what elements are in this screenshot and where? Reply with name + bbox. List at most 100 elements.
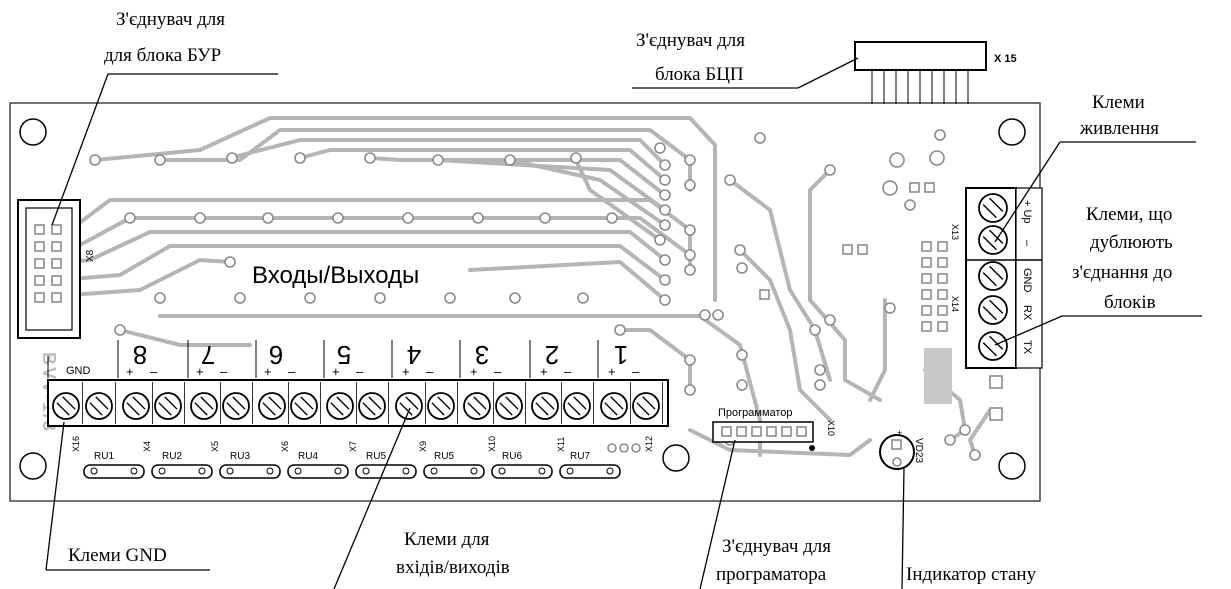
svg-text:–: –	[494, 364, 502, 379]
terminal-screw-4	[154, 392, 182, 420]
svg-text:X12: X12	[644, 436, 654, 452]
svg-text:–: –	[426, 364, 434, 379]
x15-label: X 15	[994, 53, 1017, 65]
ru-component-3: RU3	[219, 451, 281, 479]
mounting-hole-bm	[662, 444, 690, 472]
callout-prog-line2: програматора	[716, 564, 827, 585]
ru-label: RU4	[298, 451, 318, 462]
svg-text:+: +	[608, 364, 616, 379]
power-screw-5	[978, 331, 1008, 361]
callout-io-line1: Клеми для	[404, 529, 490, 550]
svg-text:+: +	[264, 364, 272, 379]
terminal-screw-17	[600, 392, 628, 420]
callout-gnd: Клеми GND	[68, 545, 167, 566]
svg-text:–: –	[356, 364, 364, 379]
callout-io-line2: вхідів/виходів	[396, 557, 510, 578]
channel-5-label: 5	[337, 340, 351, 370]
x14-pad-grid	[921, 241, 948, 332]
callout-bur-line2: для блока БУР	[104, 45, 221, 66]
channel-6-label: 6	[269, 340, 283, 370]
svg-text:+: +	[332, 364, 340, 379]
terminal-screw-12	[427, 392, 455, 420]
svg-text:–: –	[564, 364, 572, 379]
terminal-screw-9	[326, 392, 354, 420]
power-screw-2	[978, 225, 1008, 255]
ru-label: RU7	[570, 451, 590, 462]
io-terminal-block	[47, 379, 669, 427]
x13-label: X13	[950, 224, 960, 240]
power-screw-4	[978, 295, 1008, 325]
channel-8-label: 8	[133, 340, 147, 370]
svg-text:RX: RX	[1021, 305, 1033, 321]
svg-text:–: –	[1021, 240, 1033, 247]
terminal-screw-6	[222, 392, 250, 420]
svg-text:TX: TX	[1021, 340, 1033, 355]
power-terminal-block	[965, 187, 1043, 369]
callout-dup-line3: з'єднання до	[1072, 262, 1172, 283]
smd-component	[924, 348, 952, 404]
ru-label: RU5	[434, 451, 454, 462]
terminal-ids: X16 X4 X5 X6 X7 X9 X10 X11 X12	[71, 436, 654, 452]
channel-2-label: 2	[545, 340, 559, 370]
board-outline	[9, 102, 1041, 502]
terminal-screw-15	[531, 392, 559, 420]
terminal-screw-13	[463, 392, 491, 420]
ru-label: RU3	[230, 451, 250, 462]
ru-component-6: RU5	[423, 451, 485, 479]
svg-text:–: –	[220, 364, 228, 379]
pads	[89, 129, 1003, 461]
terminal-screw-7	[258, 392, 286, 420]
svg-text:+ Up: + Up	[1021, 200, 1033, 224]
channel-1-label: 1	[614, 340, 628, 370]
terminal-screw-10	[358, 392, 386, 420]
power-screw-1	[978, 193, 1008, 223]
svg-text:+: +	[126, 364, 134, 379]
callout-dup-line1: Клеми, що	[1086, 204, 1172, 225]
callout-prog-line1: З'єднувач для	[722, 536, 831, 557]
ru-label: RU6	[502, 451, 522, 462]
gnd-terminal-label: GND	[66, 365, 91, 377]
ru-component-4: RU4	[287, 451, 349, 479]
svg-text:X9: X9	[418, 441, 428, 452]
ru-label: RU1	[94, 451, 114, 462]
svg-text:–: –	[150, 364, 158, 379]
ru-component-1: RU1	[83, 451, 145, 479]
svg-text:+: +	[540, 364, 548, 379]
channel-7-label: 7	[201, 340, 215, 370]
terminal-headers	[47, 340, 599, 378]
mounting-hole-tr	[998, 118, 1026, 146]
callout-bcp-line2: блока БЦП	[655, 64, 744, 85]
ru-component-8: RU7	[559, 451, 621, 479]
svg-text:X7: X7	[348, 441, 358, 452]
callout-dup-line4: блоків	[1104, 292, 1156, 313]
svg-text:X11: X11	[556, 437, 566, 452]
x10-label: X10	[826, 420, 836, 436]
mounting-hole-tl	[19, 118, 47, 146]
status-led: +	[879, 428, 915, 470]
ru7-pads	[607, 443, 641, 453]
mounting-hole-bl	[19, 452, 47, 480]
programmer-connector	[712, 421, 815, 451]
traces	[28, 116, 992, 457]
terminal-screw-16	[563, 392, 591, 420]
x14-label: X14	[950, 296, 960, 312]
ru-component-2: RU2	[151, 451, 213, 479]
x15-connector	[854, 41, 987, 104]
terminal-screw-14	[495, 392, 523, 420]
svg-text:X10: X10	[487, 436, 497, 452]
channel-3-label: 3	[475, 340, 489, 370]
terminal-screw-11	[395, 392, 423, 420]
callout-power-line1: Клеми	[1092, 92, 1145, 113]
terminal-screw-5	[190, 392, 218, 420]
x8-connector	[17, 199, 81, 339]
svg-text:–: –	[288, 364, 296, 379]
svg-text:X16: X16	[71, 436, 81, 452]
ru-label: RU2	[162, 451, 182, 462]
power-screw-3	[978, 261, 1008, 291]
channel-4-label: 4	[407, 340, 421, 370]
svg-text:X5: X5	[210, 441, 220, 452]
svg-text:+: +	[196, 364, 204, 379]
programmer-label: Программатор	[718, 407, 793, 419]
power-labels: + Up – GND RX TX	[1021, 200, 1033, 355]
callout-dup-line2: дублюють	[1090, 232, 1173, 253]
